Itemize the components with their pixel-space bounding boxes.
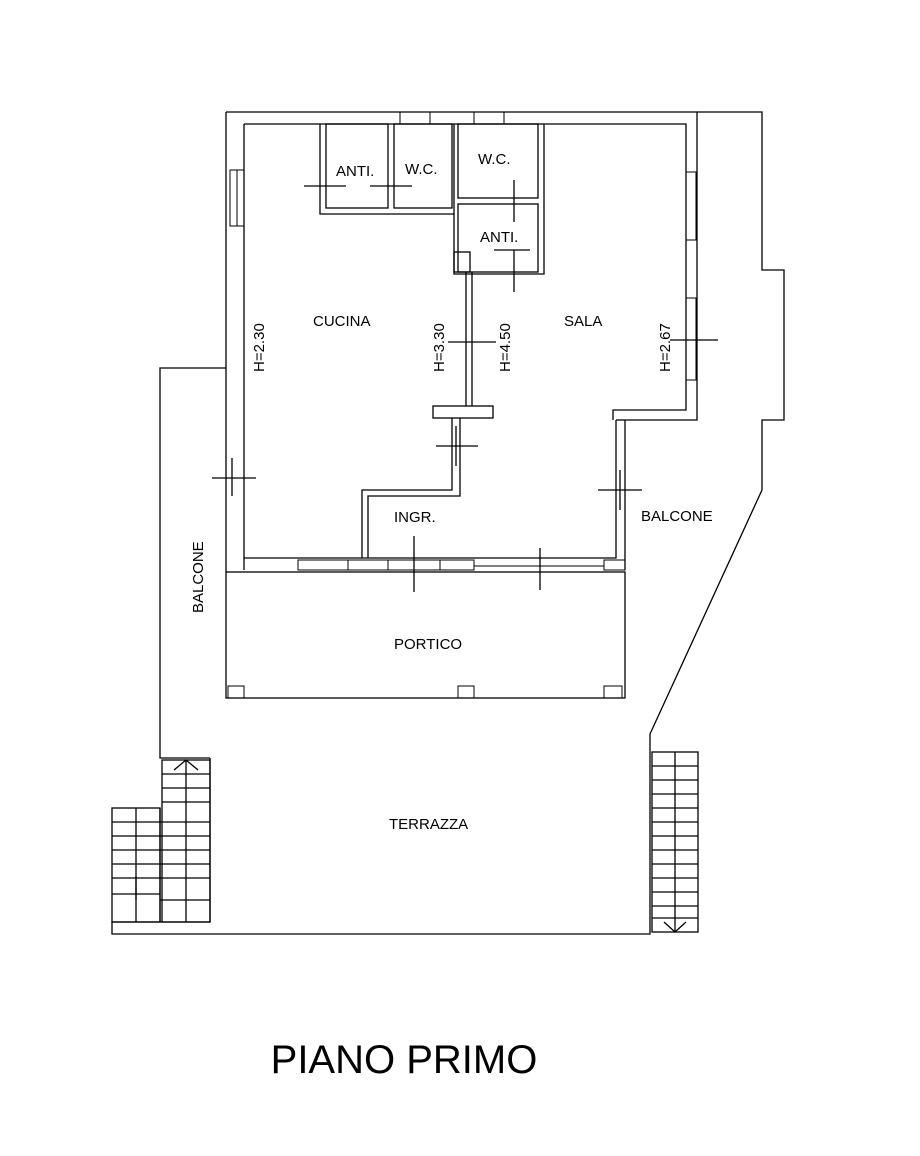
top-windows xyxy=(399,111,505,125)
room-label-anti-1: ANTI. xyxy=(336,163,374,180)
room-label-wc-1: W.C. xyxy=(405,161,438,178)
room-label-anti-2: ANTI. xyxy=(480,229,518,246)
height-label-2: H=3.30 xyxy=(431,323,448,372)
right-windows xyxy=(685,171,697,381)
right-stair xyxy=(651,751,699,933)
height-label-1: H=2.30 xyxy=(251,323,268,372)
facade-openings xyxy=(297,559,626,571)
room-label-sala: SALA xyxy=(564,313,602,330)
room-label-portico: PORTICO xyxy=(394,636,462,653)
room-label-ingresso: INGR. xyxy=(394,509,436,526)
terrace xyxy=(111,752,651,935)
left-balcony xyxy=(159,367,226,759)
room-label-terrazza: TERRAZZA xyxy=(389,816,468,833)
room-label-balcone-right: BALCONE xyxy=(641,508,713,525)
height-label-4: H=2.67 xyxy=(657,323,674,372)
floor-title: PIANO PRIMO xyxy=(270,1038,538,1082)
portico xyxy=(225,571,626,699)
section-marks xyxy=(212,180,718,592)
bathroom-block xyxy=(319,123,545,275)
room-label-cucina: CUCINA xyxy=(313,313,371,330)
room-label-wc-2: W.C. xyxy=(478,151,511,168)
height-label-3: H=4.50 xyxy=(497,323,514,372)
room-label-balcone-left: BALCONE xyxy=(190,541,207,613)
left-window xyxy=(229,169,245,227)
left-stair xyxy=(111,759,211,923)
outer-walls xyxy=(225,111,698,572)
internal-walls xyxy=(361,272,494,558)
right-balcony xyxy=(649,111,785,752)
